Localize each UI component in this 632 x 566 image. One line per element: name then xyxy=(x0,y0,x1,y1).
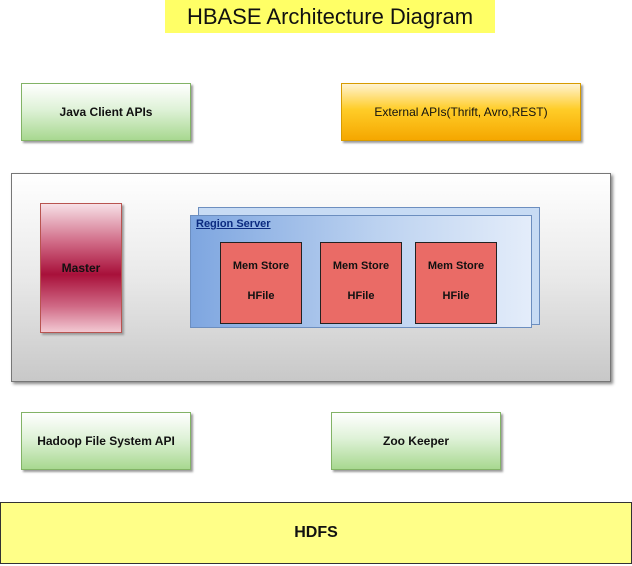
diagram-title: HBASE Architecture Diagram xyxy=(165,0,495,33)
hdfs-box: HDFS xyxy=(0,502,632,564)
zookeeper-box: Zoo Keeper xyxy=(331,412,501,470)
region-server-label: Region Server xyxy=(196,218,271,230)
hfile-label: HFile xyxy=(442,290,470,302)
mem-store-label: Mem Store xyxy=(232,260,290,272)
master-box: Master xyxy=(40,203,122,333)
hfile-label: HFile xyxy=(247,290,275,302)
java-client-apis-box: Java Client APIs xyxy=(21,83,191,141)
hfile-label: HFile xyxy=(347,290,375,302)
external-apis-box: External APIs(Thrift, Avro,REST) xyxy=(341,83,581,141)
mem-store-label: Mem Store xyxy=(427,260,485,272)
mem-store-label: Mem Store xyxy=(332,260,390,272)
hadoop-fs-api-box: Hadoop File System API xyxy=(21,412,191,470)
mem-store-box-1: Mem Store HFile xyxy=(220,242,302,324)
mem-store-box-2: Mem Store HFile xyxy=(320,242,402,324)
mem-store-box-3: Mem Store HFile xyxy=(415,242,497,324)
